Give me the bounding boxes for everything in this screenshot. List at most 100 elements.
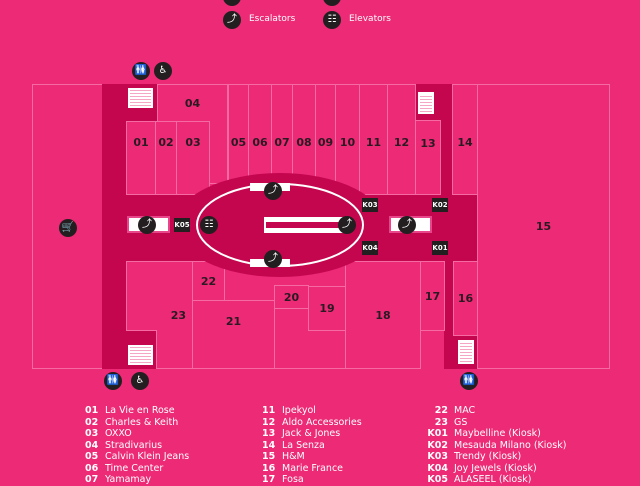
store-name: Joy Jewels (Kiosk)	[454, 462, 537, 474]
restroom-icon[interactable]: 🚻	[460, 372, 478, 390]
directory-entry[interactable]: 16 Marie France	[262, 463, 362, 475]
store-code: 14	[262, 439, 276, 451]
kiosk-k04[interactable]: K04	[362, 241, 378, 255]
directory-entry[interactable]: 04 Stradivarius	[85, 440, 189, 452]
store-name: MAC	[454, 405, 476, 416]
kiosk-k05[interactable]: K05	[174, 218, 190, 232]
store-14[interactable]: 14	[452, 84, 478, 195]
store-name: Maybelline (Kiosk)	[454, 428, 541, 439]
store-13[interactable]: 13	[415, 120, 441, 195]
accessible-wc-icon[interactable]: ♿	[154, 62, 172, 80]
escalator-icon[interactable]: ⤴	[138, 216, 156, 234]
store-name: Time Center	[105, 462, 164, 474]
escalator-icon[interactable]: ⤴	[264, 250, 282, 268]
directory-entry[interactable]: K01 Maybelline (Kiosk)	[420, 428, 566, 440]
store-code: 01	[85, 405, 99, 416]
elevators-legend-label: Elevators	[349, 14, 391, 24]
elevator-shaft	[128, 88, 153, 108]
store-12[interactable]: 12	[387, 84, 416, 195]
kiosk-k01[interactable]: K01	[432, 241, 448, 255]
elevator-shaft	[418, 92, 434, 114]
directory-entry[interactable]: 03 OXXO	[85, 428, 189, 440]
store-17[interactable]: 17	[420, 261, 445, 331]
restroom-icon[interactable]: 🚻	[132, 62, 150, 80]
store-code: K03	[427, 451, 448, 462]
store-name: Stradivarius	[105, 439, 163, 451]
store-code: 11	[262, 405, 276, 416]
store-name: Mesauda Milano (Kiosk)	[454, 439, 567, 451]
store-name: OXXO	[105, 428, 132, 439]
store-name: Aldo Accessories	[282, 416, 362, 428]
escalator-icon[interactable]: ⤴	[398, 216, 416, 234]
store-23-lower[interactable]	[156, 330, 193, 369]
escalators-legend-label: Escalators	[249, 14, 296, 24]
accessible-wc-icon[interactable]: ♿	[131, 372, 149, 390]
store-name: Ipekyol	[282, 405, 316, 416]
elevator-shaft	[128, 345, 153, 365]
restroom-icon[interactable]: 🚻	[104, 372, 122, 390]
elevator-icon: ☷	[323, 11, 341, 29]
store-name: Trendy (Kiosk)	[454, 451, 522, 462]
directory-entry[interactable]: 06 Time Center	[85, 463, 189, 475]
shopping-cart-icon[interactable]: 🛒	[59, 219, 77, 237]
directory-col2: 11 Ipekyol 12 Aldo Accessories 13 Jack & Jone…	[262, 405, 362, 486]
store-10[interactable]: 10	[335, 84, 360, 195]
kiosk-k03[interactable]: K03	[362, 198, 378, 212]
directory-entry[interactable]: K04 Joy Jewels (Kiosk)	[420, 463, 566, 475]
elevator-icon	[323, 0, 341, 6]
directory-entry[interactable]: K03 Trendy (Kiosk)	[420, 451, 566, 463]
store-code: K01	[427, 428, 448, 439]
store-name: Marie France	[282, 462, 344, 474]
store-name: H&M	[282, 451, 305, 462]
store-code: 03	[85, 428, 99, 439]
store-code: K04	[427, 462, 448, 474]
store-name: La Vie en Rose	[105, 405, 175, 416]
escalator-icon[interactable]: ⤴	[264, 182, 282, 200]
store-code: K02	[427, 439, 448, 451]
escalator-icon	[223, 0, 241, 6]
escalator-icon[interactable]: ⤴	[338, 216, 356, 234]
store-08[interactable]: 08	[292, 84, 316, 184]
directory-entry[interactable]: 12 Aldo Accessories	[262, 417, 362, 429]
store-name: GS	[454, 416, 468, 428]
directory-entry[interactable]: 11 Ipekyol	[262, 405, 362, 417]
elevator-shaft	[458, 340, 474, 364]
corridor-left	[102, 84, 126, 369]
directory-entry[interactable]: 05 Calvin Klein Jeans	[85, 451, 189, 463]
kiosk-k02[interactable]: K02	[432, 198, 448, 212]
store-01[interactable]: 01	[126, 121, 156, 195]
store-code: 12	[262, 416, 276, 428]
store-22[interactable]: 22	[192, 261, 225, 301]
directory-entry[interactable]: 02 Charles & Keith	[85, 417, 189, 429]
directory-entry[interactable]: 14 La Senza	[262, 440, 362, 452]
store-21[interactable]: 21	[192, 300, 275, 369]
store-code: 04	[85, 439, 99, 451]
store-18[interactable]: 18	[345, 261, 421, 369]
store-name: Charles & Keith	[105, 416, 179, 428]
directory-entry[interactable]: 15 H&M	[262, 451, 362, 463]
store-19[interactable]: 19	[308, 286, 346, 331]
store-20[interactable]: 20	[274, 285, 309, 309]
elevator-icon[interactable]: ☷	[200, 216, 218, 234]
directory-entry[interactable]: K02 Mesauda Milano (Kiosk)	[420, 440, 566, 452]
store-23[interactable]: 23	[126, 261, 193, 331]
store-code: 22	[434, 405, 448, 416]
store-code: 13	[262, 428, 276, 439]
escalator-icon: ⤴	[223, 11, 241, 29]
store-code: 06	[85, 462, 99, 474]
directory-entry[interactable]: 13 Jack & Jones	[262, 428, 362, 440]
store-code: 16	[262, 462, 276, 474]
store-name: La Senza	[282, 439, 325, 451]
store-name: Jack & Jones	[282, 428, 341, 439]
store-15[interactable]: 15	[477, 84, 610, 369]
store-code: 02	[85, 416, 99, 428]
store-name: Calvin Klein Jeans	[105, 451, 190, 462]
store-03[interactable]: 03	[176, 121, 210, 195]
store-code: 15	[262, 451, 276, 462]
store-16[interactable]: 16	[453, 261, 478, 336]
store-code: 05	[85, 451, 99, 462]
directory-entry[interactable]: 22 MAC	[420, 405, 566, 417]
directory-entry[interactable]: 01 La Vie en Rose	[85, 405, 189, 417]
